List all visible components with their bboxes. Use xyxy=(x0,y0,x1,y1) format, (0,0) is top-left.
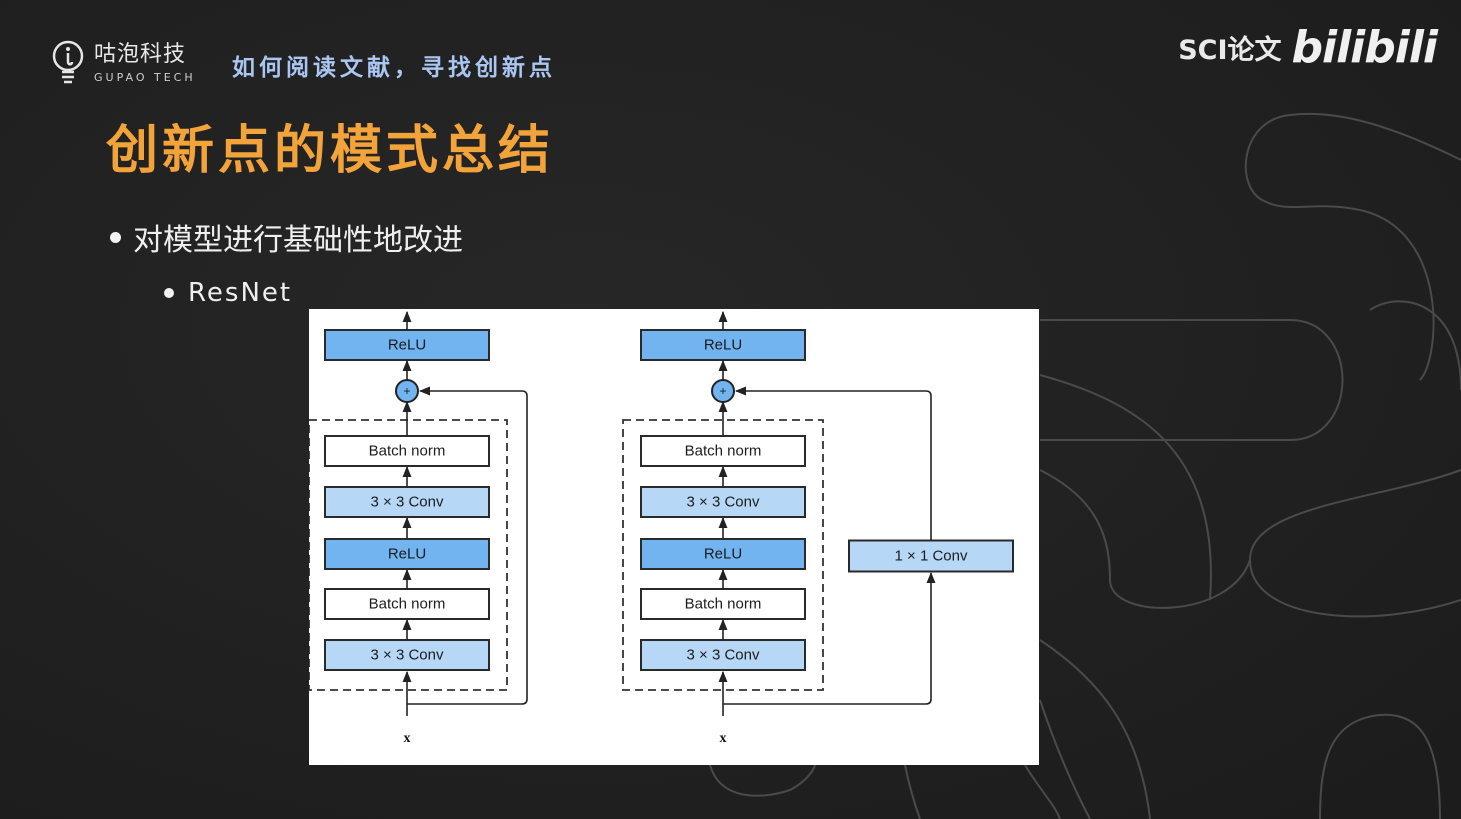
identity-shortcut xyxy=(407,386,528,705)
shortcut-to-add xyxy=(734,386,932,540)
block-conv-box xyxy=(640,486,806,518)
block-bn-box xyxy=(324,435,490,467)
block-relu: ReLU xyxy=(324,538,490,570)
block-conv: 3 × 3 Conv xyxy=(640,639,806,671)
block-bn-box xyxy=(324,588,490,620)
block-conv: 3 × 3 Conv xyxy=(640,486,806,518)
shortcut-1x1-conv: 1 × 1 Conv xyxy=(848,539,1014,573)
block-relu-box xyxy=(324,538,490,570)
shortcut-1x1-conv-box xyxy=(848,539,1014,573)
block-bn-label: Batch norm xyxy=(369,443,446,460)
output-relu-box xyxy=(324,329,490,361)
block-bn: Batch norm xyxy=(640,435,806,467)
block-bn-box xyxy=(640,435,806,467)
block-conv-label: 3 × 3 Conv xyxy=(371,647,444,664)
block-bn-label: Batch norm xyxy=(685,443,762,460)
input-label: x xyxy=(720,731,727,746)
brand-logo: 咕泡科技 GUPAO TECH xyxy=(52,40,196,86)
bullet-text: 对模型进行基础性地改进 xyxy=(133,223,463,258)
slide-title: 创新点的模式总结 xyxy=(106,121,555,181)
dashed-residual-group xyxy=(309,419,508,691)
brand-name-en: GUPAO TECH xyxy=(94,70,196,84)
block-bn: Batch norm xyxy=(324,435,490,467)
block-conv-label: 3 × 3 Conv xyxy=(371,494,444,511)
watermark-text: SCI论文 xyxy=(1178,35,1282,66)
bilibili-logo: bilibili xyxy=(1291,22,1438,73)
add-node: + xyxy=(395,379,419,403)
plus-icon: + xyxy=(403,384,410,398)
bullet-level-1: 对模型进行基础性地改进 xyxy=(110,215,463,259)
block-bn: Batch norm xyxy=(324,588,490,620)
output-relu: ReLU xyxy=(640,329,806,361)
course-title: 如何阅读文献，寻找创新点 xyxy=(232,55,556,81)
block-relu-label: ReLU xyxy=(388,546,426,563)
shortcut-to-conv xyxy=(723,571,936,705)
block-conv: 3 × 3 Conv xyxy=(324,639,490,671)
brand-name-cn: 咕泡科技 xyxy=(94,41,187,67)
watermark: SCI论文 bilibili xyxy=(1178,22,1438,73)
block-conv-box xyxy=(324,486,490,518)
output-relu: ReLU xyxy=(324,329,490,361)
shortcut-1x1-conv-label: 1 × 1 Conv xyxy=(895,548,968,565)
bullet-level-2: ResNet xyxy=(164,278,292,308)
plus-icon: + xyxy=(719,384,726,398)
block-bn-label: Batch norm xyxy=(369,596,446,613)
output-relu-label: ReLU xyxy=(704,337,742,354)
block-conv-label: 3 × 3 Conv xyxy=(687,647,760,664)
block-conv-label: 3 × 3 Conv xyxy=(687,494,760,511)
block-conv-box xyxy=(324,639,490,671)
bullet-text: ResNet xyxy=(188,278,293,308)
output-relu-label: ReLU xyxy=(388,337,426,354)
bullet-dot-icon xyxy=(164,288,174,298)
lightbulb-icon xyxy=(52,40,84,84)
block-relu: ReLU xyxy=(640,538,806,570)
bullet-dot-icon xyxy=(110,231,121,243)
add-node: + xyxy=(711,379,735,403)
block-relu-box xyxy=(640,538,806,570)
block-relu-label: ReLU xyxy=(704,546,742,563)
input-label: x xyxy=(404,731,411,746)
block-conv: 3 × 3 Conv xyxy=(324,486,490,518)
block-bn: Batch norm xyxy=(640,588,806,620)
block-bn-label: Batch norm xyxy=(685,596,762,613)
